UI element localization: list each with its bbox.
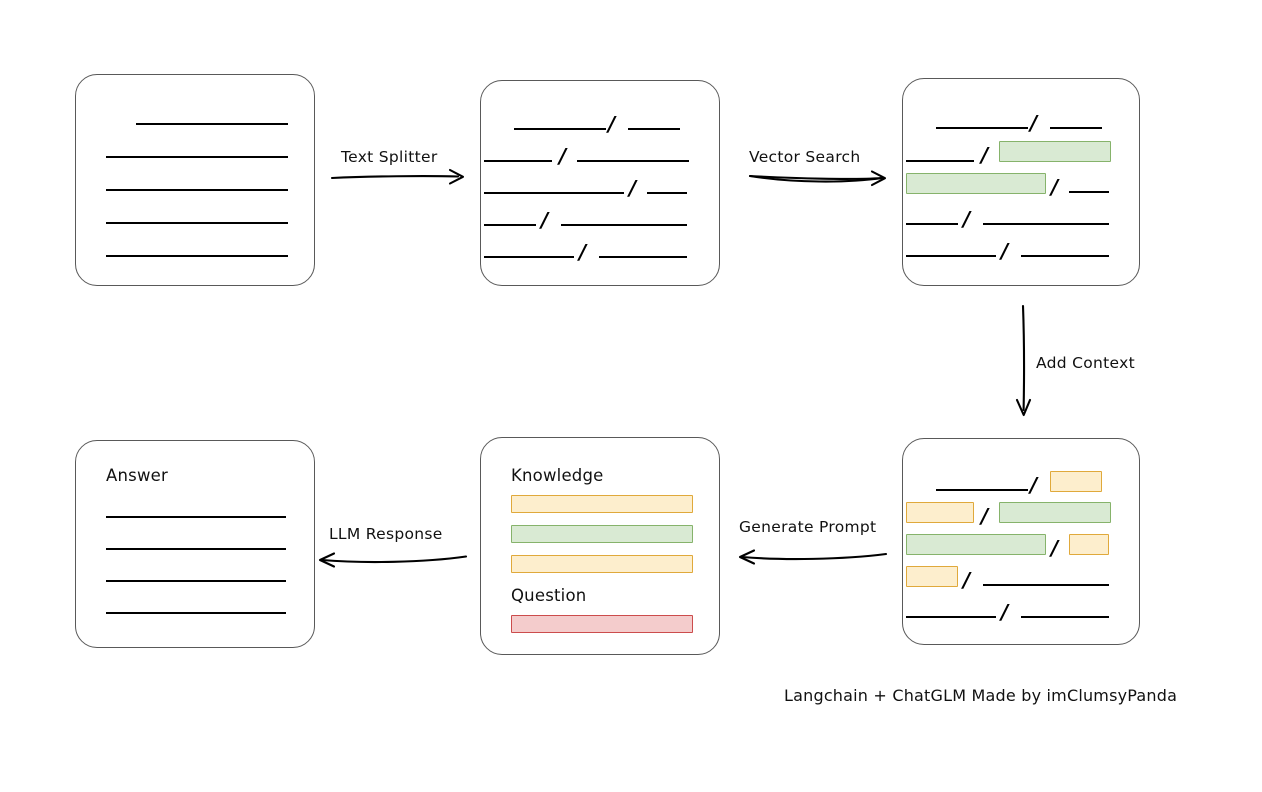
chunk-separator-icon: / <box>629 176 637 200</box>
chunk-line <box>577 160 689 162</box>
node-split-chunks[interactable]: / / / / / <box>480 80 720 286</box>
context-chunk-highlight <box>1050 471 1102 492</box>
answer-line <box>106 548 286 550</box>
chunk-line <box>936 127 1028 129</box>
chunk-line <box>599 256 687 258</box>
question-heading: Question <box>511 586 587 605</box>
knowledge-bar <box>511 525 693 543</box>
chunk-line <box>484 256 574 258</box>
chunk-separator-icon: / <box>963 568 971 592</box>
chunk-line <box>514 128 606 130</box>
chunk-separator-icon: / <box>1030 111 1038 135</box>
doc-line <box>136 123 288 125</box>
context-chunk-highlight <box>906 566 958 587</box>
edge-arrow-llm-response <box>318 552 468 568</box>
node-context-enriched-chunks[interactable]: / / / / / <box>902 438 1140 645</box>
chunk-line <box>906 223 958 225</box>
chunk-separator-icon: / <box>1030 473 1038 497</box>
edge-arrow-text-splitter <box>330 168 465 185</box>
chunk-separator-icon: / <box>579 240 587 264</box>
matched-chunk-highlight <box>906 173 1046 194</box>
doc-line <box>106 156 288 158</box>
chunk-separator-icon: / <box>1051 175 1059 199</box>
matched-chunk-highlight <box>999 502 1111 523</box>
chunk-separator-icon: / <box>559 144 567 168</box>
question-bar <box>511 615 693 633</box>
matched-chunk-highlight <box>906 534 1046 555</box>
answer-line <box>106 516 286 518</box>
doc-line <box>106 189 288 191</box>
chunk-line <box>484 224 536 226</box>
chunk-line <box>906 255 996 257</box>
footer-credit: Langchain + ChatGLM Made by imClumsyPand… <box>784 686 1178 705</box>
chunk-separator-icon: / <box>1051 536 1059 560</box>
chunk-line <box>906 616 996 618</box>
edge-label-text-splitter: Text Splitter <box>341 148 438 166</box>
doc-line <box>106 255 288 257</box>
edge-label-vector-search: Vector Search <box>749 148 861 166</box>
knowledge-heading: Knowledge <box>511 466 604 485</box>
chunk-separator-icon: / <box>981 504 989 528</box>
node-answer[interactable]: Answer <box>75 440 315 648</box>
chunk-line <box>1069 191 1109 193</box>
chunk-line <box>1050 127 1102 129</box>
answer-line <box>106 612 286 614</box>
chunk-separator-icon: / <box>541 208 549 232</box>
edge-arrow-vector-search <box>748 170 887 187</box>
chunk-separator-icon: / <box>981 143 989 167</box>
context-chunk-highlight <box>906 502 974 523</box>
edge-label-generate-prompt: Generate Prompt <box>739 518 877 536</box>
answer-heading: Answer <box>106 466 168 485</box>
knowledge-bar <box>511 495 693 513</box>
chunk-line <box>1021 616 1109 618</box>
chunk-line <box>983 584 1109 586</box>
chunk-separator-icon: / <box>1001 600 1009 624</box>
context-chunk-highlight <box>1069 534 1109 555</box>
chunk-line <box>936 489 1028 491</box>
chunk-line <box>561 224 687 226</box>
chunk-separator-icon: / <box>963 207 971 231</box>
chunk-line <box>983 223 1109 225</box>
chunk-line <box>628 128 680 130</box>
doc-line <box>106 222 288 224</box>
answer-line <box>106 580 286 582</box>
chunk-line <box>906 160 974 162</box>
chunk-separator-icon: / <box>1001 239 1009 263</box>
edge-label-add-context: Add Context <box>1036 354 1135 372</box>
node-vector-matched-chunks[interactable]: / / / / / <box>902 78 1140 286</box>
edge-label-llm-response: LLM Response <box>329 525 443 543</box>
matched-chunk-highlight <box>999 141 1111 162</box>
chunk-line <box>484 192 624 194</box>
knowledge-bar <box>511 555 693 573</box>
chunk-line <box>1021 255 1109 257</box>
node-prompt[interactable]: Knowledge Question <box>480 437 720 655</box>
node-source-document[interactable] <box>75 74 315 286</box>
edge-arrow-generate-prompt <box>738 549 888 565</box>
chunk-separator-icon: / <box>608 112 616 136</box>
chunk-line <box>484 160 552 162</box>
chunk-line <box>647 192 687 194</box>
edge-arrow-add-context <box>1015 304 1032 417</box>
